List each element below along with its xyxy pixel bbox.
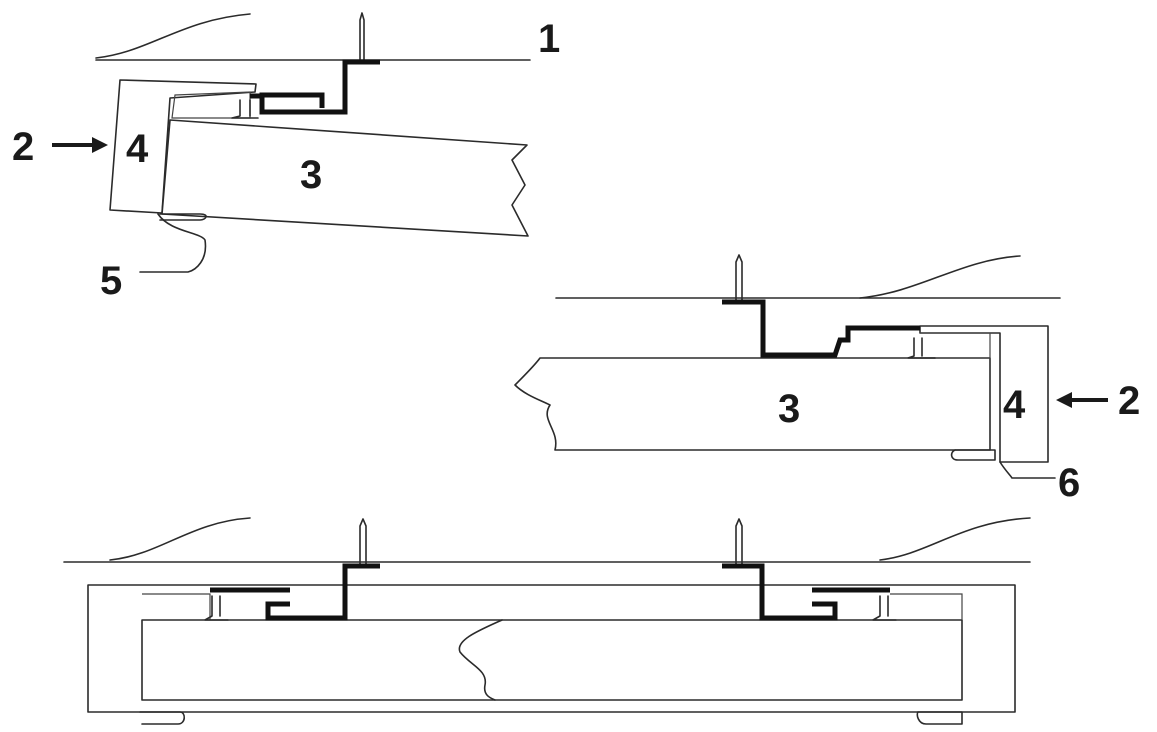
push-arrowhead-right (1056, 392, 1072, 408)
clip-bottom-right (872, 595, 897, 621)
edge-frame-top-left (109, 79, 257, 214)
bracket-middle-right (722, 299, 920, 358)
strip-left-bottom (142, 593, 211, 620)
screw-bottom-right (735, 518, 743, 565)
callout-panel-right: 3 (778, 387, 800, 431)
rest-foot-top-left (139, 213, 207, 273)
rest-pad-middle-right (950, 449, 996, 461)
bracket-bottom-left (210, 563, 380, 621)
callout-rest-right: 6 (1058, 461, 1080, 505)
rest-pad-bottom-right (916, 711, 963, 725)
screw-top-left (359, 12, 365, 61)
clip-top-left (231, 99, 259, 119)
push-arrowhead-left (92, 137, 108, 153)
callout-push-right: 2 (1118, 379, 1140, 423)
rest-foot-middle-right (999, 461, 1056, 479)
callout-push-left: 2 (12, 125, 34, 169)
panel-middle-right (514, 357, 991, 451)
panel-top-left (161, 119, 529, 237)
ceiling-curve-middle-right (859, 255, 1021, 299)
callout-panel-left: 3 (300, 153, 322, 197)
screw-middle-right (735, 254, 743, 301)
bracket-top-left (259, 59, 380, 115)
rest-pad-bottom-left (139, 711, 186, 725)
callout-edge-frame-right: 4 (1003, 383, 1026, 427)
clip-middle-right (907, 337, 936, 359)
screw-bottom-left (359, 518, 367, 565)
assembly-middle-right (514, 254, 1061, 479)
panel-bottom (141, 619, 963, 701)
strip-right-bottom (890, 593, 963, 620)
ceiling-curve-top-left (95, 13, 251, 59)
ceiling-curve-bottom-right (879, 517, 1031, 561)
callout-ceiling: 1 (538, 17, 560, 61)
panel-top-strip-middle-right (920, 332, 991, 359)
callout-rest-left: 5 (100, 259, 122, 303)
assembly-bottom (63, 517, 1031, 725)
panel-crack-bottom (458, 619, 503, 701)
callout-edge-frame-left: 4 (126, 127, 149, 171)
assembly-top-left (95, 12, 531, 273)
ceiling-curve-bottom-left (109, 517, 251, 561)
rest-pad-top-left (159, 213, 207, 221)
clip-bottom-left (204, 595, 229, 621)
bracket-bottom-right (722, 563, 890, 621)
